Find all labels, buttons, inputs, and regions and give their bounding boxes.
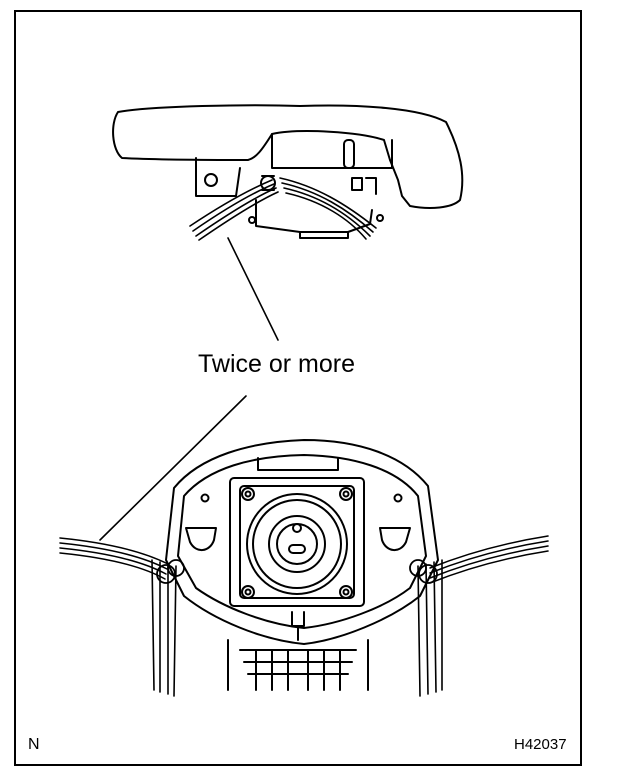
callout-label: Twice or more (198, 350, 355, 378)
pad-side-view (112, 104, 464, 239)
leader-line-top (227, 237, 279, 341)
pad-rear-view (165, 439, 439, 691)
wire-knots (156, 559, 438, 584)
wire-bundle-top (189, 177, 377, 241)
figure-code: H42037 (514, 736, 567, 753)
figure-frame (14, 10, 582, 766)
spoke-bars (151, 559, 443, 697)
leader-line-bottom (99, 395, 247, 541)
orientation-label: N (28, 736, 40, 753)
wire-bundle-bottom (59, 535, 549, 584)
